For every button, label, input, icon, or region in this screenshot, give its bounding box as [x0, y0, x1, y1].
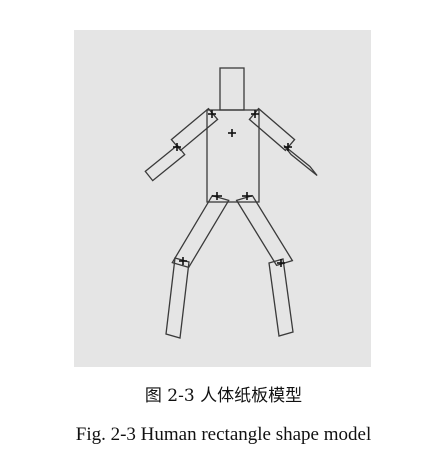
right-shin-rectangle — [268, 258, 294, 337]
caption-english: Fig. 2-3 Human rectangle shape model — [75, 424, 372, 445]
torso-center-marker — [228, 129, 236, 137]
torso-rectangle — [206, 109, 260, 203]
right-forearm-rectangle — [283, 144, 318, 177]
left-shin-rectangle — [165, 257, 190, 339]
caption-chinese: 图 2-3 人体纸板模型 — [144, 386, 303, 406]
figure-panel — [74, 30, 371, 367]
left-elbow-marker — [173, 143, 181, 151]
left-shoulder-marker — [208, 110, 216, 118]
right-knee-marker — [277, 259, 285, 267]
head-rectangle — [219, 67, 245, 111]
left-hip-marker — [212, 192, 222, 200]
left-thigh-rectangle — [171, 194, 230, 269]
left-upper-arm-rectangle — [170, 107, 219, 152]
right-thigh-rectangle — [235, 194, 294, 267]
right-hip-marker — [242, 192, 252, 200]
left-knee-marker — [179, 257, 187, 265]
human-model-diagram — [144, 67, 318, 339]
right-shoulder-marker — [251, 110, 259, 118]
right-elbow-marker — [284, 143, 292, 151]
left-forearm-rectangle — [144, 144, 186, 182]
